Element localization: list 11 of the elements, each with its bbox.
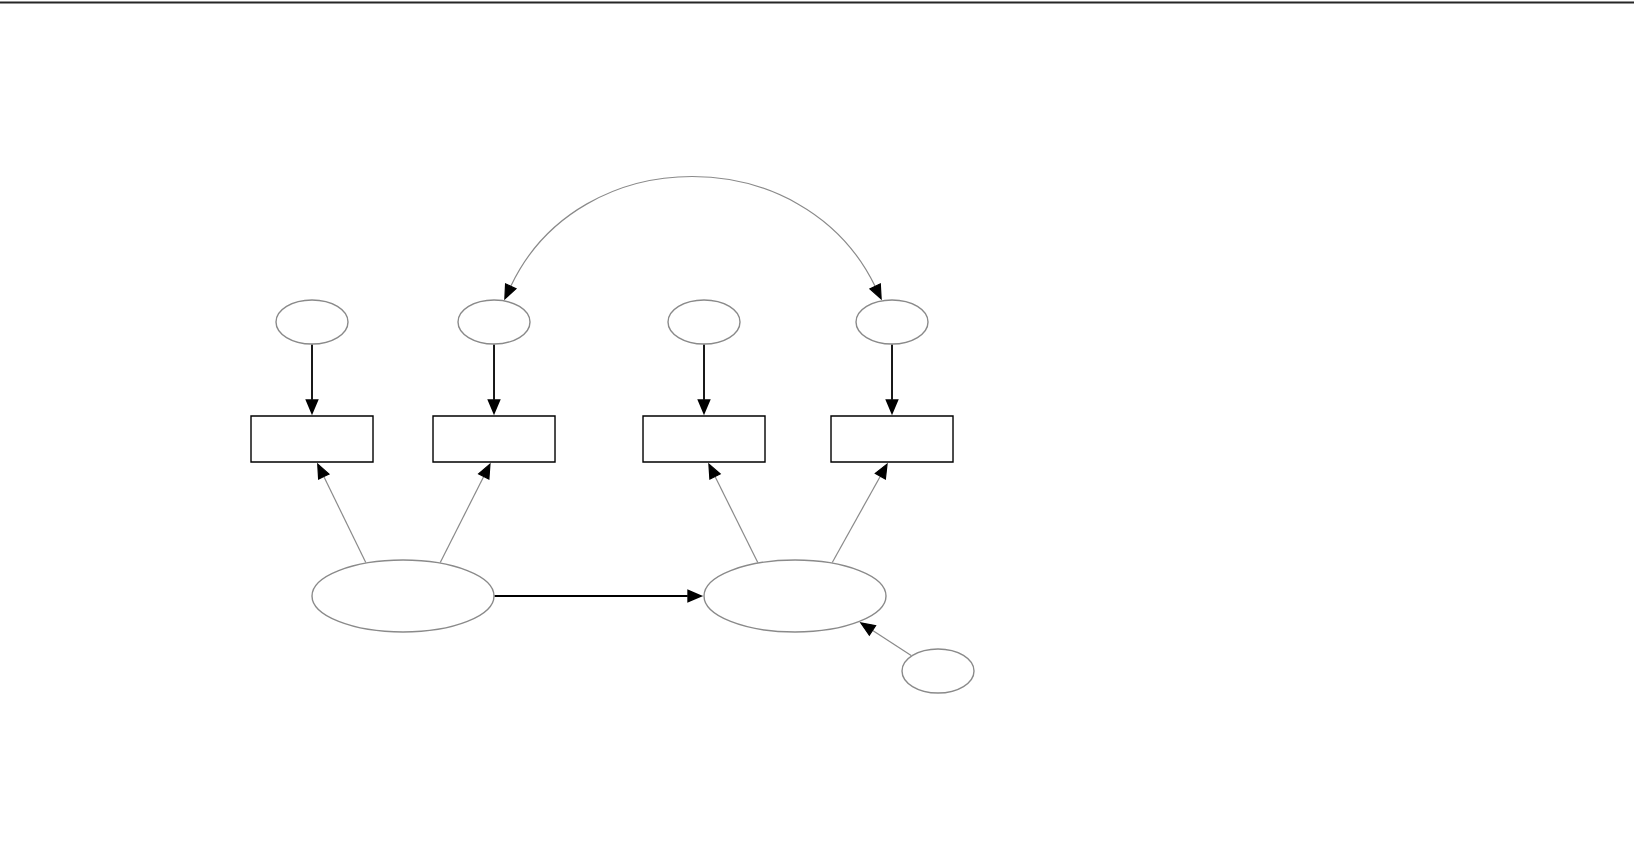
ellipse-node [667,299,741,345]
ellipse-node [275,299,349,345]
ellipse-node [311,559,495,633]
ellipse-node [901,648,975,694]
rectangle-node [642,415,766,463]
ellipse-node [703,559,887,633]
ellipse-node [855,299,929,345]
rectangle-node [250,415,374,463]
rectangle-node [830,415,954,463]
rectangle-node [432,415,556,463]
ellipse-node [457,299,531,345]
